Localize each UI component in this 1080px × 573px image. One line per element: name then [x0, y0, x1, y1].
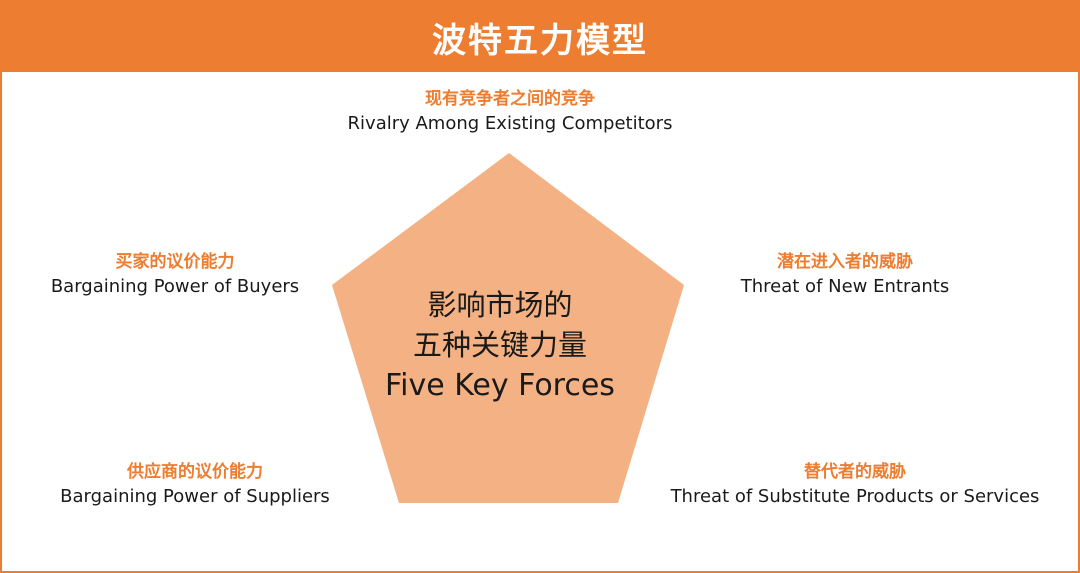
force-substitutes-en: Threat of Substitute Products or Service… [670, 486, 1040, 507]
force-rivalry-zh: 现有竞争者之间的竞争 [425, 89, 595, 109]
center-line-1: 影响市场的 [427, 288, 573, 322]
page-title: 波特五力模型 [432, 20, 648, 61]
force-suppliers-en: Bargaining Power of Suppliers [60, 486, 330, 507]
pentagon [332, 153, 684, 503]
center-line-2: 五种关键力量 [412, 328, 587, 362]
force-substitutes-zh: 替代者的威胁 [804, 462, 906, 482]
force-substitutes: 替代者的威胁 Threat of Substitute Products or … [640, 460, 1070, 510]
force-buyers: 买家的议价能力 Bargaining Power of Buyers [10, 250, 340, 300]
force-rivalry: 现有竞争者之间的竞争 Rivalry Among Existing Compet… [310, 87, 710, 137]
force-rivalry-en: Rivalry Among Existing Competitors [347, 113, 673, 134]
force-new-entrants-en: Threat of New Entrants [740, 276, 950, 297]
force-suppliers: 供应商的议价能力 Bargaining Power of Suppliers [20, 460, 370, 510]
force-new-entrants-zh: 潜在进入者的威胁 [777, 252, 913, 272]
force-buyers-en: Bargaining Power of Buyers [50, 276, 300, 297]
force-buyers-zh: 买家的议价能力 [115, 252, 235, 272]
force-suppliers-zh: 供应商的议价能力 [127, 462, 263, 482]
center-line-3: Five Key Forces [385, 368, 615, 403]
center-label: 影响市场的 五种关键力量 Five Key Forces [330, 285, 670, 407]
header-bar: 波特五力模型 [2, 2, 1078, 72]
force-new-entrants: 潜在进入者的威胁 Threat of New Entrants [690, 250, 1000, 300]
